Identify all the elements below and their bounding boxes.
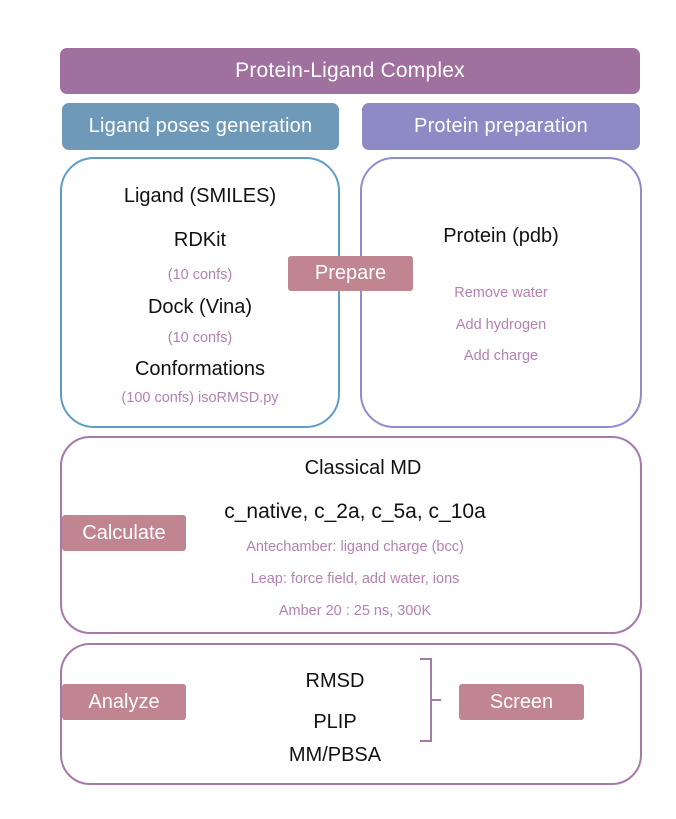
bracket-icon: [420, 658, 441, 742]
calculate-label: Calculate: [62, 515, 186, 551]
screen-label-text: Screen: [489, 690, 554, 713]
md-title: Classical MD: [304, 457, 422, 479]
protein-panel: [360, 157, 642, 428]
protein-pdb-label: Protein (pdb): [443, 225, 559, 247]
md-step-leap: Leap: force field, add water, ions: [250, 571, 460, 587]
ligand-section-banner: Ligand poses generation: [62, 103, 339, 150]
analyze-label-text: Analyze: [88, 690, 160, 713]
md-step-antechamber: Antechamber: ligand charge (bcc): [246, 539, 464, 555]
protein-section-title: Protein preparation: [414, 115, 588, 137]
total-confs-label: (100 confs) isoRMSD.py: [121, 390, 279, 406]
protein-section-banner: Protein preparation: [362, 103, 640, 150]
method-plip: PLIP: [313, 711, 357, 733]
method-mmpbsa: MM/PBSA: [288, 744, 382, 766]
analyze-label: Analyze: [62, 684, 186, 720]
prepare-label-text: Prepare: [314, 262, 387, 284]
method-rmsd: RMSD: [305, 670, 365, 692]
complex-title: Protein-Ligand Complex: [235, 59, 465, 82]
md-step-amber: Amber 20 : 25 ns, 300K: [278, 603, 432, 619]
protein-step-add-charge: Add charge: [463, 348, 539, 364]
calculate-label-text: Calculate: [82, 521, 166, 544]
rdkit-confs-label: (10 confs): [167, 267, 233, 283]
ligand-panel: [60, 157, 340, 428]
conformations-label: Conformations: [134, 358, 266, 380]
protein-step-remove-water: Remove water: [454, 285, 548, 301]
complex-title-banner: Protein-Ligand Complex: [60, 48, 640, 94]
prepare-label: Prepare: [288, 256, 413, 291]
ligand-section-title: Ligand poses generation: [88, 115, 313, 137]
dock-confs-label: (10 confs): [167, 330, 233, 346]
ligand-smiles-label: Ligand (SMILES): [123, 185, 277, 207]
dock-label: Dock (Vina): [147, 296, 253, 318]
screen-label: Screen: [459, 684, 584, 720]
protein-step-add-hydrogen: Add hydrogen: [455, 317, 547, 333]
rdkit-label: RDKit: [173, 229, 227, 251]
md-systems: c_native, c_2a, c_5a, c_10a: [224, 500, 486, 523]
